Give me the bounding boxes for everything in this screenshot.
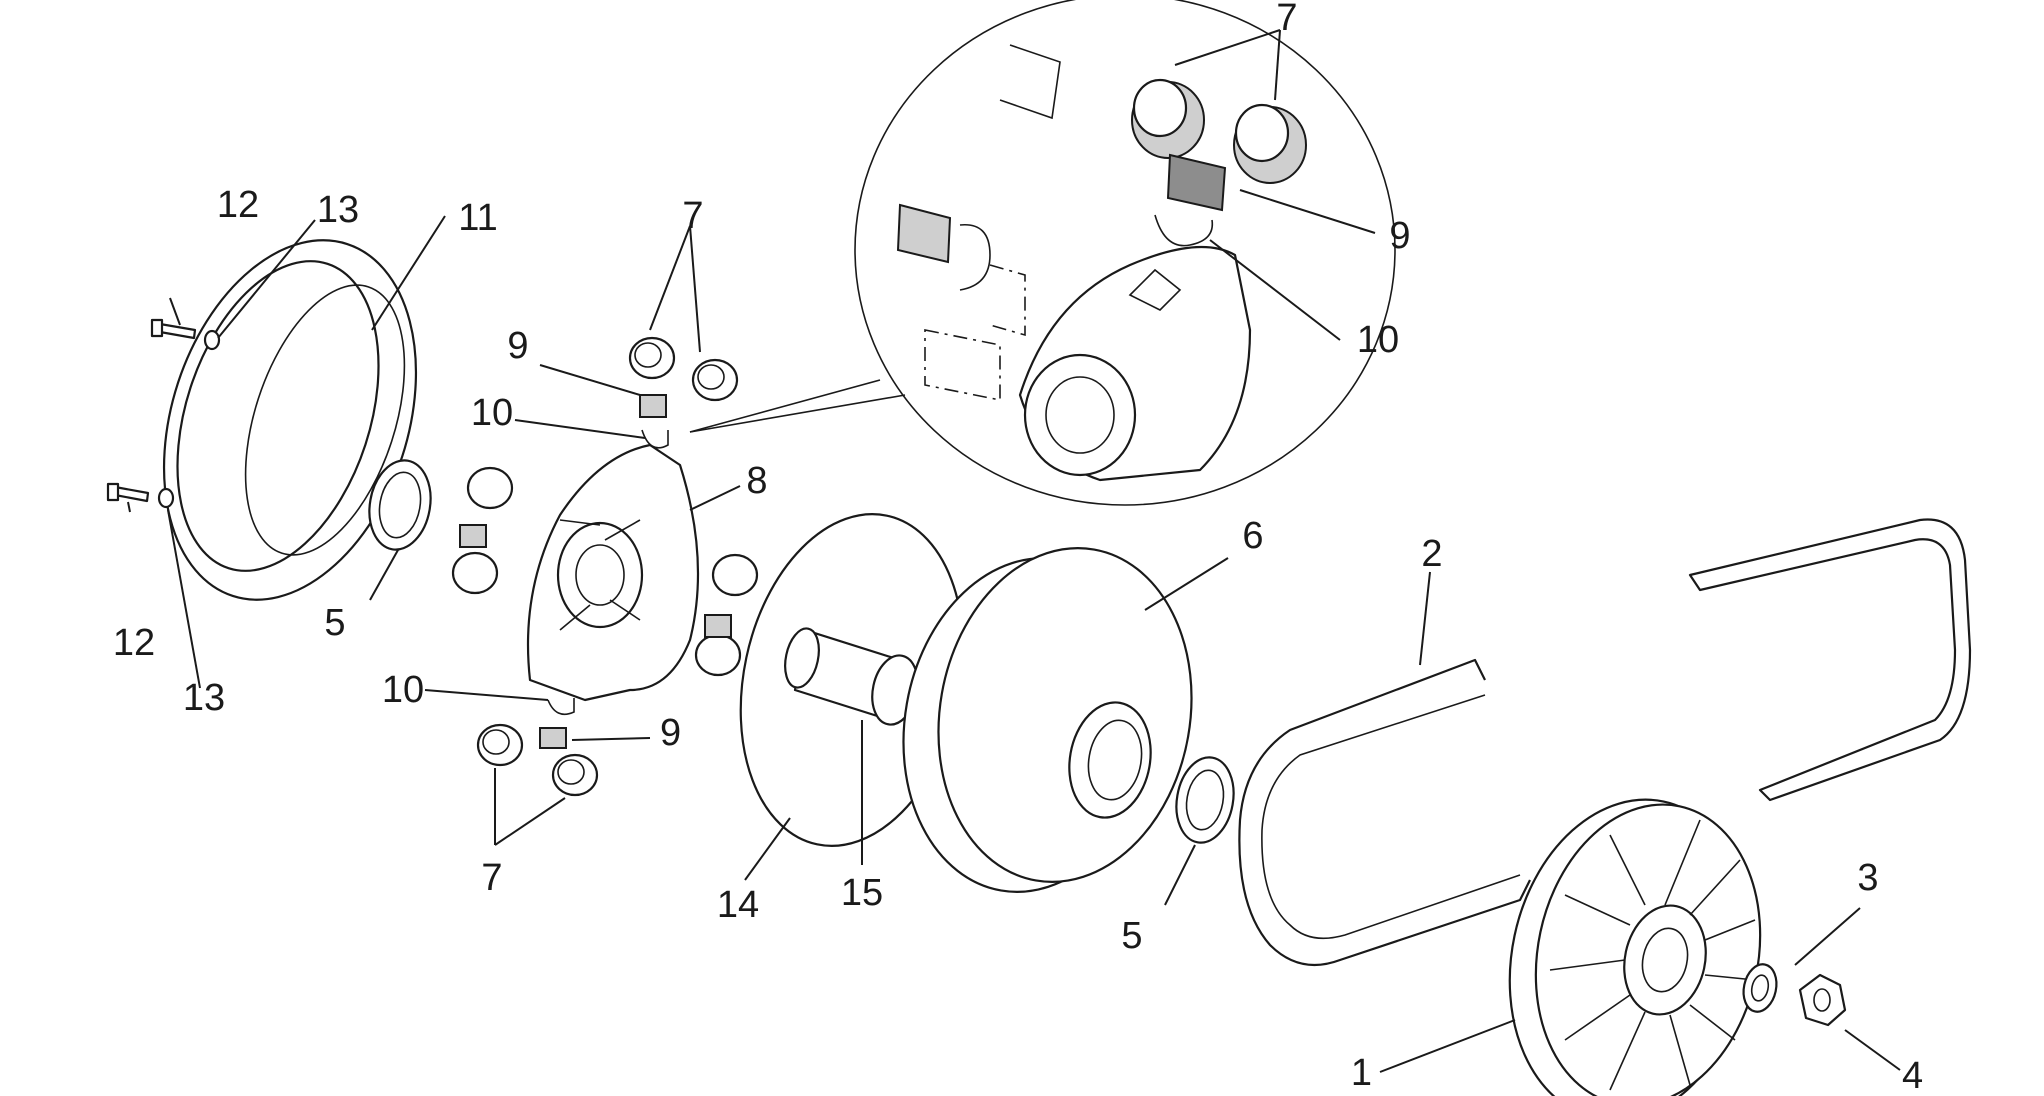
part-12-bolt-top: [150, 318, 197, 340]
part-4-nut: [1798, 973, 1847, 1027]
leader-lines: [127, 29, 1901, 1073]
part-7-roller-top-a: [628, 336, 676, 380]
part-9-slider-left: [459, 524, 487, 548]
callout-1: 1: [1351, 1052, 1372, 1094]
callout-14: 14: [717, 884, 759, 926]
callout-8: 8: [746, 460, 767, 502]
part-7-roller-left-b: [451, 551, 499, 595]
callout-13-top: 13: [317, 189, 359, 231]
callout-10-bottom: 10: [382, 669, 424, 711]
callout-10-top: 10: [471, 392, 513, 434]
callout-5-left: 5: [324, 602, 345, 644]
part-3-washer: [1742, 963, 1778, 1013]
callout-7-bottom: 7: [481, 857, 502, 899]
roller-detail-a: [1131, 78, 1205, 159]
part-8-ramp-plate: [526, 443, 700, 702]
part-2-belt-section: [1688, 518, 1972, 802]
part-9-slider-bottom: [539, 727, 567, 749]
part-9-slider-top: [639, 394, 667, 418]
part-5-seal-right: [1175, 756, 1235, 844]
callout-12-bottom: 12: [113, 622, 155, 664]
part-7-roller-right-a: [711, 553, 759, 597]
callout-6: 6: [1242, 515, 1263, 557]
callout-labels: 1 2 3 4 5 5 6 7 7 7 8 9 9 9 10 10 10 11 …: [113, 0, 1923, 1096]
callout-9-detail: 9: [1389, 215, 1410, 257]
callout-15: 15: [841, 872, 883, 914]
callout-7-top: 7: [682, 195, 703, 237]
part-5-seal-left: [368, 459, 432, 551]
part-7-roller-bottom-a: [476, 723, 524, 767]
callout-12-top: 12: [217, 184, 259, 226]
part-13-washer-top: [203, 329, 221, 351]
part-7-roller-bottom-b: [551, 753, 599, 797]
callout-9-bottom: 9: [660, 712, 681, 754]
callout-5-right: 5: [1121, 915, 1142, 957]
callout-7-detail: 7: [1276, 0, 1297, 39]
part-11-cover: [162, 239, 418, 601]
callout-9-top: 9: [507, 325, 528, 367]
part-10-clip-bottom: [547, 698, 575, 716]
part-7-roller-right-b: [694, 633, 742, 677]
part-6-movable-pulley: [902, 547, 1193, 893]
callout-4: 4: [1902, 1055, 1923, 1096]
part-7-roller-left-a: [466, 466, 514, 510]
callout-13-bottom: 13: [183, 677, 225, 719]
part-15-bushing: [784, 627, 919, 726]
part-12-bolt-bottom: [106, 482, 150, 503]
part-9-slider-right: [704, 614, 732, 638]
part-7-roller-top-b: [691, 358, 739, 402]
callout-10-detail: 10: [1357, 319, 1399, 361]
part-13-washer-bottom: [157, 487, 175, 509]
callout-11: 11: [458, 197, 497, 239]
detail-magnifier: [689, 0, 1396, 506]
roller-detail-b: [1233, 103, 1307, 184]
part-1-fan-pulley: [1508, 798, 1762, 1096]
callout-3: 3: [1857, 857, 1878, 899]
part-10-clip-top: [641, 429, 669, 449]
part-2-drive-belt: [1238, 658, 1531, 967]
callout-2: 2: [1421, 533, 1442, 575]
